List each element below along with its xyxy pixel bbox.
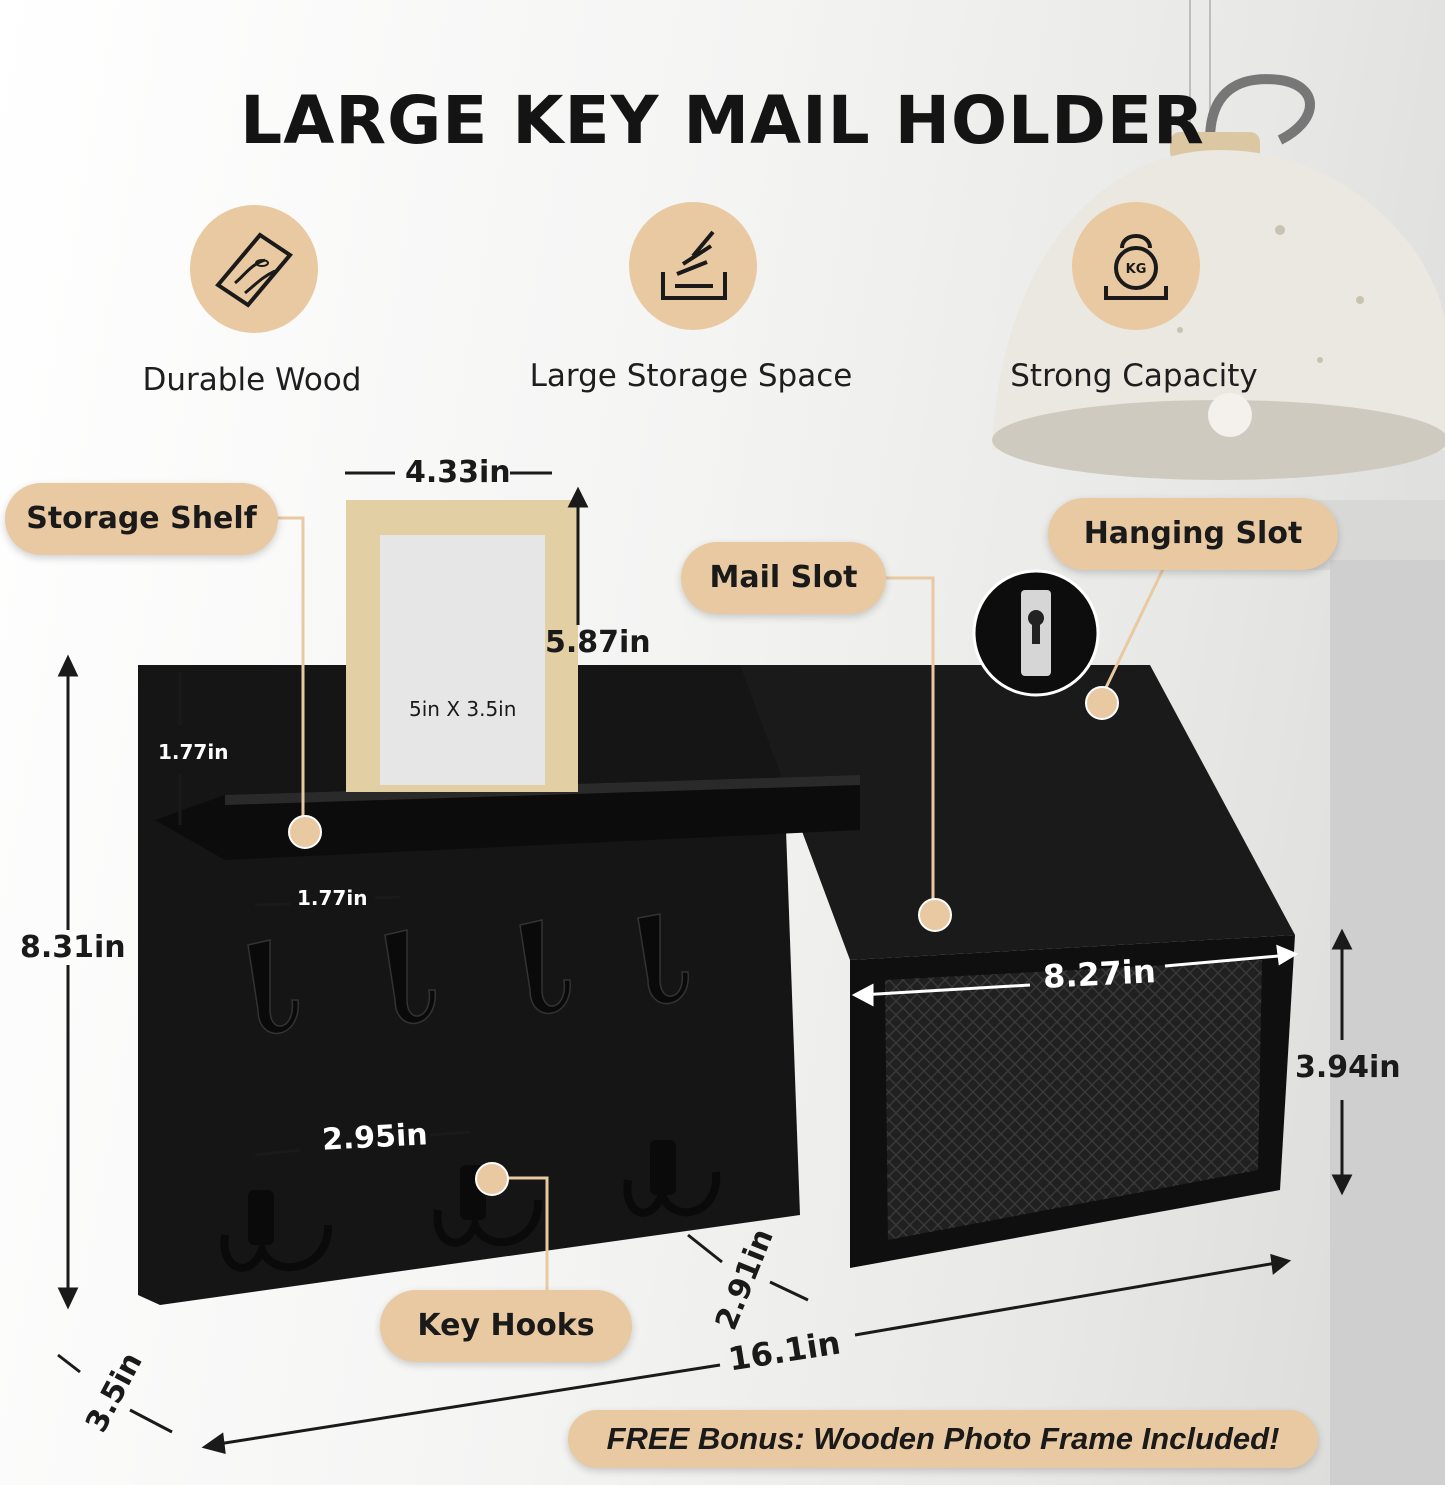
wood-plank-icon	[215, 232, 293, 308]
dim-frame-size: 5in X 3.5in	[409, 697, 517, 721]
dim-hook-spacing-top: 1.77in	[297, 886, 368, 910]
dim-frame-width: 4.33in	[405, 455, 511, 490]
mesh-panel	[885, 960, 1262, 1240]
feature-label-storage-space: Large Storage Space	[529, 358, 853, 394]
callout-mail-slot: Mail Slot	[681, 542, 886, 614]
page-title: LARGE KEY MAIL HOLDER	[240, 82, 1205, 159]
dim-mail-slot-height: 3.94in	[1295, 1050, 1401, 1085]
storage-tray-icon	[661, 230, 727, 300]
hanging-slot-dot	[1085, 686, 1119, 720]
feature-strong-capacity: KG	[1072, 202, 1200, 330]
feature-label-durable-wood: Durable Wood	[142, 362, 362, 398]
mail-slot-dot	[918, 898, 952, 932]
dim-hook-spacing-bottom: 2.95in	[321, 1117, 429, 1158]
storage-shelf-dot	[288, 815, 322, 849]
photo-frame-insert	[380, 535, 545, 785]
callout-key-hooks: Key Hooks	[380, 1290, 632, 1362]
dim-frame-height: 5.87in	[545, 625, 651, 660]
kettlebell-icon: KG	[1104, 234, 1168, 300]
feature-label-strong-capacity: Strong Capacity	[1010, 358, 1258, 394]
mail-slot-body	[740, 665, 1295, 960]
key-hooks-dot	[475, 1162, 509, 1196]
bonus-banner: FREE Bonus: Wooden Photo Frame Included!	[568, 1410, 1318, 1468]
kettlebell-text: KG	[1126, 262, 1147, 277]
callout-hanging-slot: Hanging Slot	[1048, 498, 1338, 570]
wall-background	[1330, 560, 1445, 1485]
dim-shelf-height: 1.77in	[158, 740, 229, 764]
dim-total-height: 8.31in	[20, 930, 126, 965]
feature-durable-wood	[190, 205, 318, 333]
callout-storage-shelf: Storage Shelf	[5, 483, 278, 555]
dim-mail-slot-width: 8.27in	[1042, 952, 1157, 996]
feature-storage-space	[629, 202, 757, 330]
